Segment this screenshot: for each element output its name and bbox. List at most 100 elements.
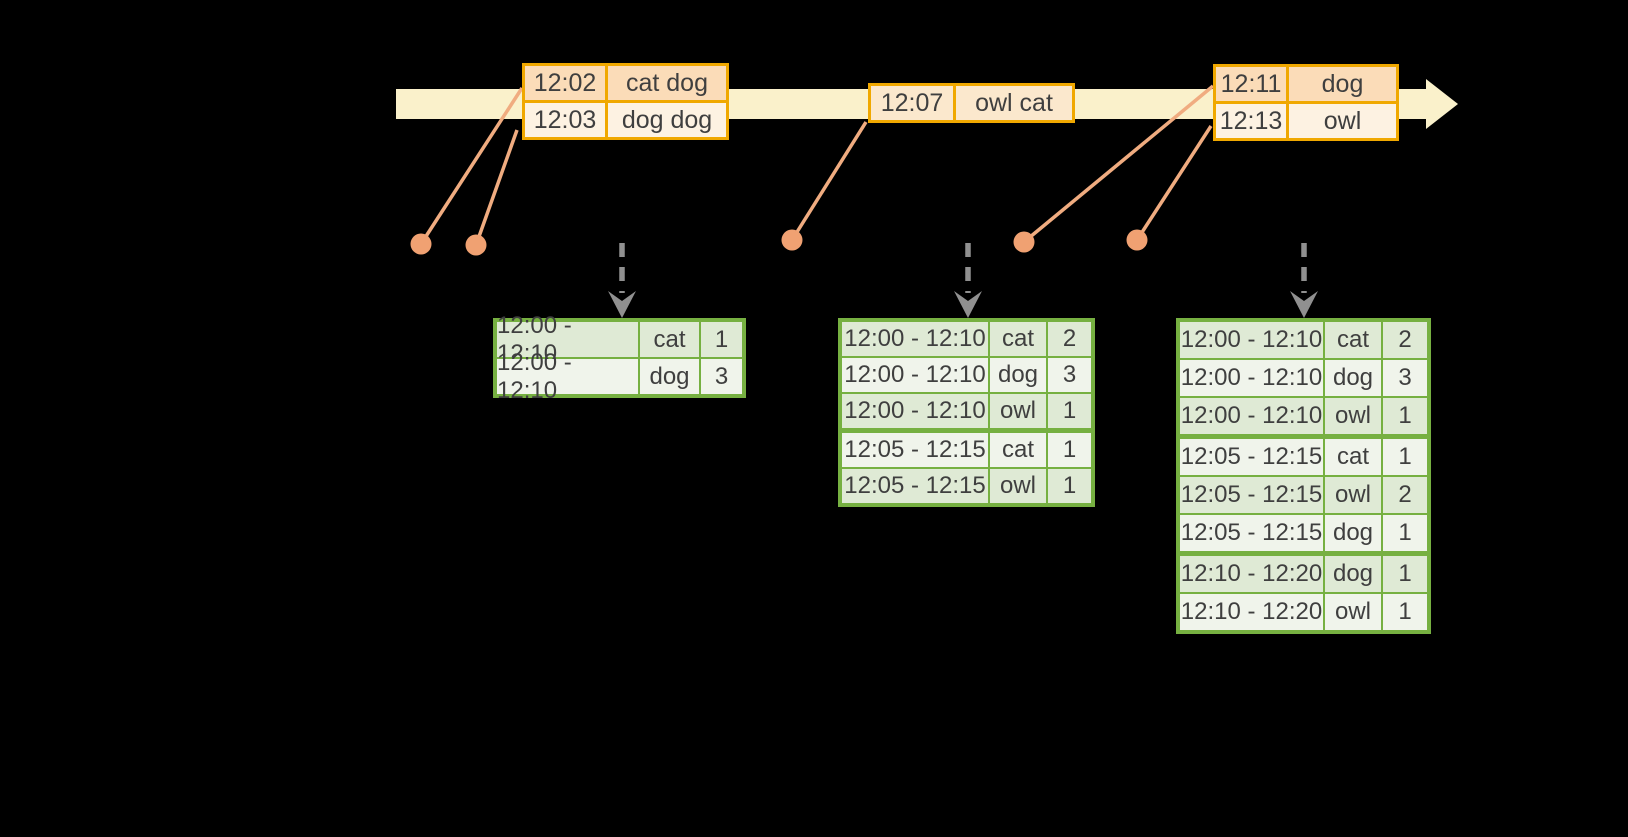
count-cell: 1 bbox=[1048, 469, 1091, 503]
event-dots bbox=[410, 229, 1148, 256]
count-cell: 1 bbox=[1048, 433, 1091, 467]
result-row: 12:00 - 12:10 dog 3 bbox=[1180, 360, 1427, 396]
window-cell: 12:00 - 12:10 bbox=[842, 322, 988, 356]
event-dot-icon bbox=[781, 229, 803, 251]
event-words-cell: cat dog bbox=[608, 66, 726, 100]
result-table-2: 12:00 - 12:10 cat 2 12:00 - 12:10 dog 3 … bbox=[838, 318, 1095, 507]
event-table-1207: 12:07 owl cat bbox=[868, 83, 1075, 123]
window-cell: 12:00 - 12:10 bbox=[497, 349, 638, 404]
count-cell: 1 bbox=[1048, 394, 1091, 428]
event-link-lines bbox=[419, 84, 1215, 246]
result-row: 12:05 - 12:15 cat 1 bbox=[1180, 439, 1427, 475]
result-row: 12:00 - 12:10 owl 1 bbox=[842, 394, 1091, 428]
window-cell: 12:05 - 12:15 bbox=[1180, 477, 1323, 513]
event-table-1202: 12:02 cat dog 12:03 dog dog bbox=[522, 63, 729, 140]
word-cell: owl bbox=[1325, 398, 1381, 434]
result-row: 12:00 - 12:10 cat 1 bbox=[497, 312, 742, 367]
arrowhead-down-icon bbox=[608, 291, 636, 318]
word-cell: cat bbox=[640, 322, 699, 357]
trigger-arrows bbox=[619, 243, 1307, 293]
event-words-cell: dog dog bbox=[608, 103, 726, 137]
word-cell: cat bbox=[990, 433, 1046, 467]
window-cell: 12:10 - 12:20 bbox=[1180, 594, 1323, 630]
word-cell: cat bbox=[1325, 322, 1381, 358]
count-cell: 1 bbox=[1383, 594, 1427, 630]
event-words-cell: dog bbox=[1289, 67, 1396, 101]
event-row: 12:07 owl cat bbox=[871, 86, 1072, 120]
event-row: 12:03 dog dog bbox=[525, 103, 726, 137]
event-time-cell: 12:02 bbox=[525, 66, 605, 100]
count-cell: 1 bbox=[701, 322, 742, 357]
event-time-cell: 12:11 bbox=[1216, 67, 1286, 101]
result-row: 12:00 - 12:10 dog 3 bbox=[842, 358, 1091, 392]
event-dot-icon bbox=[410, 233, 432, 255]
arrowhead-down-icon bbox=[954, 291, 982, 318]
count-cell: 1 bbox=[1383, 398, 1427, 434]
event-row: 12:11 dog bbox=[1216, 67, 1396, 101]
event-row: 12:13 owl bbox=[1216, 104, 1396, 138]
window-cell: 12:00 - 12:10 bbox=[1180, 360, 1323, 396]
result-row: 12:00 - 12:10 cat 2 bbox=[1180, 322, 1427, 358]
event-dot-icon bbox=[465, 234, 487, 256]
word-cell: cat bbox=[990, 322, 1046, 356]
window-cell: 12:00 - 12:10 bbox=[1180, 398, 1323, 434]
window-cell: 12:00 - 12:10 bbox=[1180, 322, 1323, 358]
word-cell: dog bbox=[640, 359, 699, 394]
event-dot-icon bbox=[1013, 231, 1035, 253]
window-cell: 12:05 - 12:15 bbox=[842, 433, 988, 467]
count-cell: 1 bbox=[1383, 439, 1427, 475]
trigger-arrowheads bbox=[608, 291, 1318, 318]
word-cell: owl bbox=[990, 469, 1046, 503]
result-table-3: 12:00 - 12:10 cat 2 12:00 - 12:10 dog 3 … bbox=[1176, 318, 1431, 634]
result-row: 12:05 - 12:15 dog 1 bbox=[1180, 515, 1427, 551]
word-cell: cat bbox=[1325, 439, 1381, 475]
window-cell: 12:10 - 12:20 bbox=[1180, 556, 1323, 592]
event-time-cell: 12:13 bbox=[1216, 104, 1286, 138]
event-table-1211: 12:11 dog 12:13 owl bbox=[1213, 64, 1399, 141]
result-row: 12:05 - 12:15 owl 1 bbox=[842, 469, 1091, 503]
window-cell: 12:00 - 12:10 bbox=[842, 394, 988, 428]
link-line-1213 bbox=[1135, 125, 1213, 241]
result-row: 12:00 - 12:10 owl 1 bbox=[1180, 398, 1427, 434]
link-line-1202 bbox=[419, 87, 524, 245]
count-cell: 1 bbox=[1383, 556, 1427, 592]
window-cell: 12:00 - 12:10 bbox=[497, 312, 638, 367]
event-time-cell: 12:07 bbox=[871, 86, 953, 120]
count-cell: 3 bbox=[1048, 358, 1091, 392]
word-cell: dog bbox=[990, 358, 1046, 392]
window-cell: 12:00 - 12:10 bbox=[842, 358, 988, 392]
result-row: 12:10 - 12:20 owl 1 bbox=[1180, 594, 1427, 630]
word-cell: owl bbox=[1325, 477, 1381, 513]
word-cell: dog bbox=[1325, 556, 1381, 592]
word-cell: owl bbox=[990, 394, 1046, 428]
result-table-1: 12:00 - 12:10 cat 1 12:00 - 12:10 dog 3 bbox=[493, 312, 746, 404]
word-cell: dog bbox=[1325, 515, 1381, 551]
timeline-arrowhead-icon bbox=[1426, 79, 1458, 129]
window-cell: 12:05 - 12:15 bbox=[1180, 439, 1323, 475]
link-line-1207 bbox=[790, 121, 868, 241]
event-row: 12:02 cat dog bbox=[525, 66, 726, 100]
link-line-1211 bbox=[1022, 84, 1215, 244]
window-cell: 12:05 - 12:15 bbox=[1180, 515, 1323, 551]
word-cell: owl bbox=[1325, 594, 1381, 630]
result-row: 12:05 - 12:15 owl 2 bbox=[1180, 477, 1427, 513]
event-words-cell: owl bbox=[1289, 104, 1396, 138]
word-cell: dog bbox=[1325, 360, 1381, 396]
window-cell: 12:05 - 12:15 bbox=[842, 469, 988, 503]
link-line-1203 bbox=[474, 129, 519, 246]
result-row: 12:00 - 12:10 cat 2 bbox=[842, 322, 1091, 356]
result-row: 12:10 - 12:20 dog 1 bbox=[1180, 556, 1427, 592]
result-row: 12:05 - 12:15 cat 1 bbox=[842, 433, 1091, 467]
event-dot-icon bbox=[1126, 229, 1148, 251]
count-cell: 3 bbox=[701, 359, 742, 394]
count-cell: 2 bbox=[1383, 477, 1427, 513]
count-cell: 3 bbox=[1383, 360, 1427, 396]
count-cell: 2 bbox=[1383, 322, 1427, 358]
count-cell: 2 bbox=[1048, 322, 1091, 356]
event-time-cell: 12:03 bbox=[525, 103, 605, 137]
result-row: 12:00 - 12:10 dog 3 bbox=[497, 349, 742, 404]
event-words-cell: owl cat bbox=[956, 86, 1072, 120]
count-cell: 1 bbox=[1383, 515, 1427, 551]
